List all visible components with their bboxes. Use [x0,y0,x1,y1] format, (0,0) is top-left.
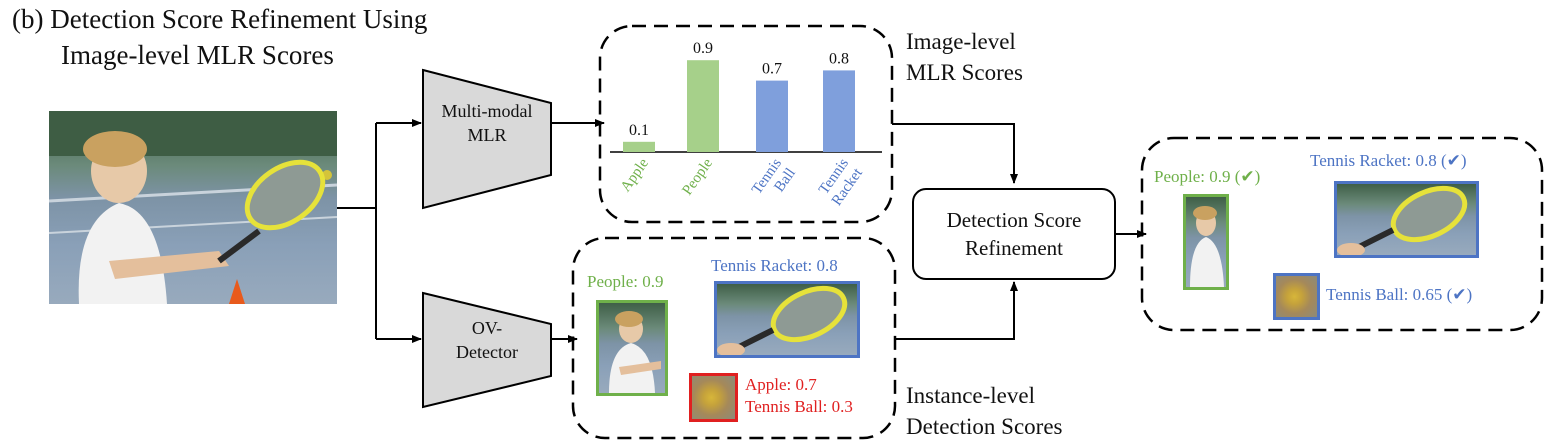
detector-block-line2: Detector [456,342,518,362]
people-crop-art [609,311,661,393]
detection-people-label: People: 0.9 [587,272,664,291]
mlr-scores-caption: Image-level MLR Scores [906,26,1023,88]
category-label-people: People [679,155,716,198]
racket-crop-art [717,285,848,355]
detection-racket-label: Tennis Racket: 0.8 [711,256,838,275]
mlr-trapezoid [422,68,552,210]
refined-ball-label: Tennis Ball: 0.65 (✔) [1326,285,1473,304]
detect-caption-line1: Instance-level [906,383,1035,408]
detection-ball-crop [689,373,738,422]
figure-title-line2: Image-level MLR Scores [61,40,334,70]
refined-racket-art [1337,185,1468,255]
detector-block-line1: OV- [471,318,503,338]
refined-ball-crop [1273,273,1320,320]
detection-people-crop [596,300,668,396]
value-label-apple: 0.1 [629,122,649,139]
refined-people-art [1190,206,1224,287]
refined-racket-crop [1334,181,1479,258]
detection-ball-label: Tennis Ball: 0.3 [745,397,853,416]
bar-people [687,60,719,153]
value-label-tennis-racket: 0.8 [829,50,849,67]
bar-tennis-racket [823,70,855,152]
category-label-line: Apple [618,155,652,194]
mlr-caption-line2: MLR Scores [906,60,1023,85]
input-image-art [49,111,337,304]
refinement-line1: Detection Score [946,208,1082,232]
bar-apple [623,141,655,152]
detector-block-label: OV- Detector [423,316,551,364]
refined-people-crop [1183,194,1229,290]
detector-trapezoid [422,291,552,409]
detection-apple-label: Apple: 0.7 [745,375,817,394]
detection-scores-caption: Instance-level Detection Scores [906,380,1062,442]
category-label-line: People [679,155,716,198]
detection-racket-crop [714,281,860,358]
refinement-line2: Refinement [965,236,1063,260]
mlr-caption-line1: Image-level [906,29,1016,54]
figure-title-line1: (b) Detection Score Refinement Using [12,4,428,34]
mlr-block-label: Multi-modal MLR [423,99,551,147]
bar-tennis-ball [756,80,788,152]
value-label-people: 0.9 [693,40,713,57]
detect-caption-line2: Detection Scores [906,414,1063,439]
value-label-tennis-ball: 0.7 [762,61,782,78]
refinement-block: Detection Score Refinement [912,188,1116,280]
refined-people-label: People: 0.9 (✔) [1154,167,1261,186]
mlr-block-line2: MLR [467,125,507,145]
category-label-apple: Apple [618,155,652,194]
input-tennis-image [49,111,337,304]
refined-racket-label: Tennis Racket: 0.8 (✔) [1310,151,1467,170]
mlr-block-line1: Multi-modal [441,101,533,121]
